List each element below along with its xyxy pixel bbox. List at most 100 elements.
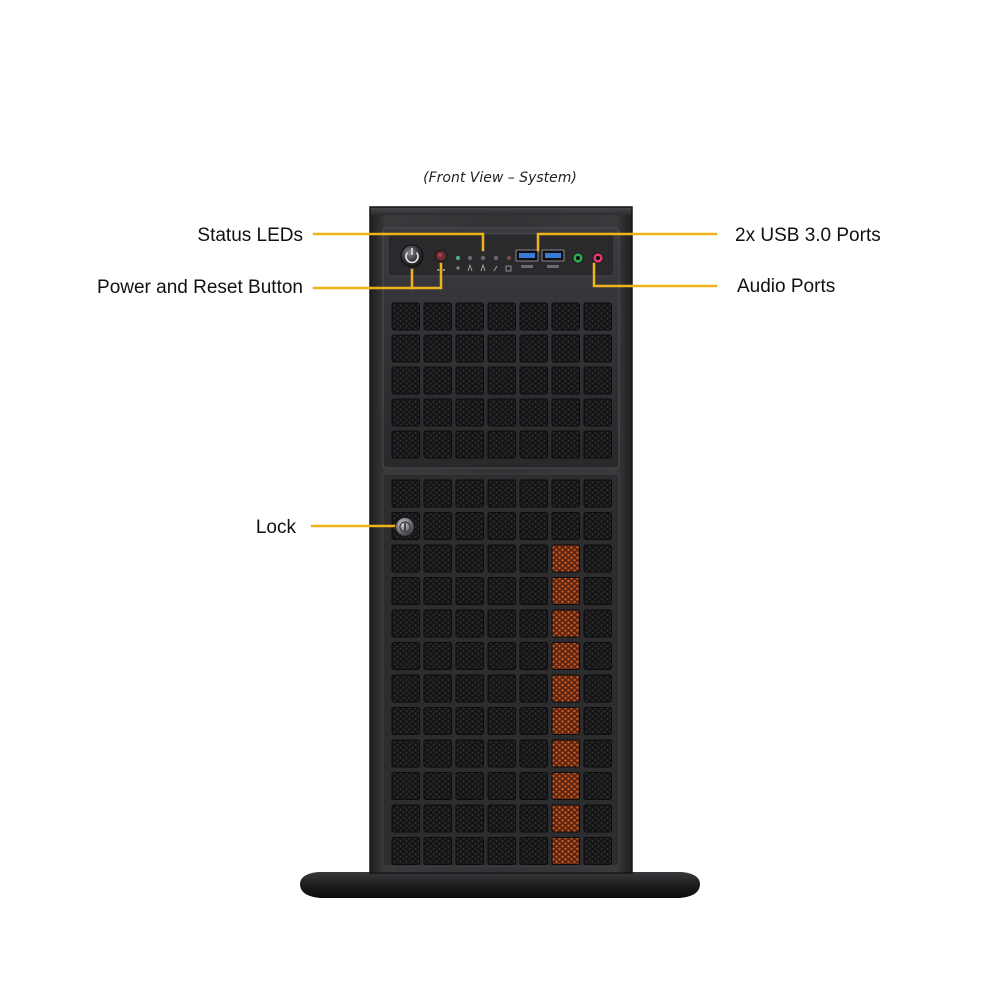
grille-cell — [551, 430, 580, 459]
grille-cell — [391, 707, 420, 735]
grille-cell — [391, 430, 420, 459]
grille-cell — [391, 544, 420, 573]
callout-audio-ports: Audio Ports — [737, 276, 835, 297]
power-button[interactable] — [400, 244, 424, 268]
grille-cell-fan — [551, 772, 580, 800]
grille-cell — [423, 430, 452, 459]
grille-cell — [519, 577, 548, 605]
audio-jack-pink[interactable] — [592, 252, 604, 264]
grille-cell — [455, 804, 484, 833]
grille-cell — [455, 609, 484, 638]
grille-cell — [455, 772, 484, 800]
grille-cell — [487, 430, 516, 459]
grille-cell — [583, 674, 612, 703]
grille-cell — [391, 772, 420, 800]
grille-cell — [423, 366, 452, 395]
status-leds — [455, 255, 512, 272]
grille-cell — [423, 544, 452, 573]
grille-cell — [583, 772, 612, 800]
grille-cell — [519, 642, 548, 670]
grille-cell-fan — [551, 577, 580, 605]
grille-cell — [487, 302, 516, 331]
grille-cell — [487, 739, 516, 768]
grille-cell — [423, 772, 452, 800]
callout-status-leds: Status LEDs — [197, 225, 303, 246]
grille-cell — [519, 366, 548, 395]
grille-cell-fan — [551, 804, 580, 833]
grille-cell — [455, 544, 484, 573]
grille-cell — [423, 642, 452, 670]
grille-cell — [583, 512, 612, 540]
grille-cell — [519, 302, 548, 331]
grille-cell — [551, 334, 580, 363]
grille-cell — [455, 707, 484, 735]
grille-cell — [455, 837, 484, 865]
usb-port-2[interactable] — [541, 249, 565, 268]
leader-power-reset-branch — [410, 262, 443, 290]
grille-cell — [423, 609, 452, 638]
leader-status-leds — [312, 232, 485, 252]
grille-cell — [583, 837, 612, 865]
grille-cell — [583, 302, 612, 331]
grille-cell — [519, 739, 548, 768]
diagram-caption: (Front View – System) — [423, 170, 577, 186]
grille-cell — [487, 479, 516, 508]
grille-cell — [487, 398, 516, 427]
grille-cell — [519, 398, 548, 427]
grille-cell — [455, 739, 484, 768]
grille-cell — [423, 674, 452, 703]
grille-cell — [583, 609, 612, 638]
grille-cell-fan — [551, 642, 580, 670]
grille-cell — [455, 512, 484, 540]
grille-cell — [455, 366, 484, 395]
grille-cell — [519, 544, 548, 573]
front-lock[interactable] — [395, 517, 415, 537]
grille-cell — [519, 334, 548, 363]
grille-cell — [519, 674, 548, 703]
grille-cell — [487, 772, 516, 800]
grille-cell — [391, 334, 420, 363]
grille-cell — [583, 479, 612, 508]
grille-cell — [583, 544, 612, 573]
grille-cell — [583, 334, 612, 363]
audio-jack-green[interactable] — [572, 252, 584, 264]
leader-audio — [592, 262, 718, 288]
grille-cell — [551, 479, 580, 508]
lower-drive-bay-grille — [391, 479, 612, 865]
grille-cell — [519, 707, 548, 735]
grille-cell — [519, 609, 548, 638]
reset-button[interactable] — [435, 250, 447, 262]
grille-cell — [455, 642, 484, 670]
grille-cell — [487, 804, 516, 833]
grille-cell — [391, 642, 420, 670]
grille-cell-fan — [551, 739, 580, 768]
grille-cell — [391, 804, 420, 833]
grille-cell-fan — [551, 707, 580, 735]
grille-cell — [423, 302, 452, 331]
grille-cell — [391, 837, 420, 865]
grille-cell — [487, 544, 516, 573]
usb-port-icon — [541, 249, 565, 262]
grille-cell — [455, 302, 484, 331]
grille-cell — [423, 512, 452, 540]
grille-cell — [583, 642, 612, 670]
grille-cell — [519, 512, 548, 540]
grille-cell — [455, 479, 484, 508]
grille-cell — [455, 398, 484, 427]
grille-cell — [487, 837, 516, 865]
grille-cell — [487, 334, 516, 363]
grille-cell — [551, 302, 580, 331]
callout-usb-ports: 2x USB 3.0 Ports — [735, 225, 881, 246]
grille-cell — [487, 609, 516, 638]
grille-cell — [519, 804, 548, 833]
grille-cell-fan — [551, 674, 580, 703]
callout-lock: Lock — [256, 517, 297, 538]
grille-cell — [583, 430, 612, 459]
grille-cell — [583, 804, 612, 833]
grille-cell — [455, 577, 484, 605]
audio-jack-icon — [572, 252, 584, 264]
grille-cell — [423, 739, 452, 768]
grille-cell — [583, 577, 612, 605]
usb-port-1[interactable] — [515, 249, 539, 268]
audio-jack-icon — [592, 252, 604, 264]
